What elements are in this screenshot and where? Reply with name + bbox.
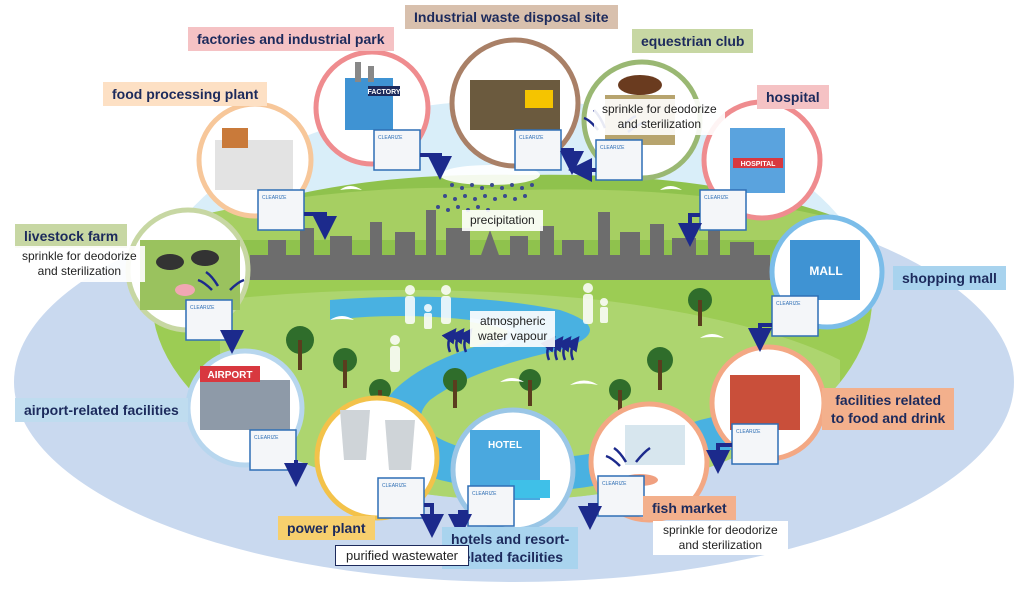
device-waste: CLEARIZE: [514, 129, 562, 171]
svg-text:CLEARIZE: CLEARIZE: [600, 145, 625, 151]
note-sprinkle-fish-market: sprinkle for deodorize and sterilization: [653, 521, 788, 555]
device-food-drink: CLEARIZE: [731, 423, 779, 465]
device-equestrian: CLEARIZE: [595, 139, 643, 181]
label-food-drink-line2: to food and drink: [831, 410, 946, 426]
note-water-vapour: atmospheric water vapour: [470, 311, 556, 347]
device-airport: CLEARIZE: [249, 429, 297, 471]
vapour-arrows: [441, 327, 580, 361]
svg-text:CLEARIZE: CLEARIZE: [776, 301, 801, 307]
hospital-sign: HOSPITAL: [741, 161, 777, 168]
label-hotels-line2: related facilities: [457, 549, 564, 565]
device-mall: CLEARIZE: [771, 295, 819, 337]
label-livestock: livestock farm: [15, 224, 128, 248]
label-equestrian: equestrian club: [632, 29, 754, 53]
device-factory: CLEARIZE: [373, 129, 421, 171]
device-food-processing: CLEARIZE: [257, 189, 305, 231]
svg-text:CLEARIZE: CLEARIZE: [602, 481, 627, 487]
svg-text:CLEARIZE: CLEARIZE: [519, 135, 544, 141]
svg-text:CLEARIZE: CLEARIZE: [254, 435, 279, 441]
flow-arrows: [220, 148, 772, 538]
svg-text:CLEARIZE: CLEARIZE: [190, 305, 215, 311]
note-sprinkle-line1: sprinkle for deodorize: [22, 249, 137, 263]
label-hotels-line1: hotels and resort-: [451, 531, 570, 547]
label-food-drink-line1: facilities related: [835, 392, 942, 408]
city-skyline: [250, 210, 770, 280]
device-livestock: CLEARIZE: [185, 299, 233, 341]
note-vapour-line2: water vapour: [478, 329, 548, 343]
device-fish-market: CLEARIZE: [597, 475, 645, 517]
label-fish-market: fish market: [643, 496, 736, 520]
label-industrial-waste: Industrial waste disposal site: [405, 5, 618, 29]
birds: [330, 186, 724, 385]
note-precipitation: precipitation: [462, 210, 543, 231]
note-sprinkle-line1: sprinkle for deodorize: [663, 523, 778, 537]
label-power-plant: power plant: [278, 516, 375, 540]
note-sprinkle-line2: and sterilization: [678, 538, 763, 552]
factory-sign: FACTORY: [367, 89, 400, 96]
note-sprinkle-equestrian: sprinkle for deodorize and sterilization: [594, 99, 725, 135]
label-shopping-mall: shopping mall: [893, 266, 1006, 290]
mall-sign: MALL: [809, 264, 842, 278]
hotel-sign: HOTEL: [488, 440, 522, 451]
label-airport: airport-related facilities: [15, 398, 188, 422]
device-power-plant: CLEARIZE: [377, 477, 425, 519]
note-sprinkle-line1: sprinkle for deodorize: [602, 102, 717, 116]
note-sprinkle-line2: and sterilization: [617, 117, 702, 131]
svg-text:CLEARIZE: CLEARIZE: [382, 483, 407, 489]
device-hospital: CLEARIZE: [699, 189, 747, 231]
note-vapour-line1: atmospheric: [480, 314, 546, 328]
people-silhouettes: [390, 283, 608, 372]
label-factories: factories and industrial park: [188, 27, 394, 51]
label-hospital: hospital: [757, 85, 829, 109]
label-food-processing: food processing plant: [103, 82, 268, 106]
svg-text:CLEARIZE: CLEARIZE: [704, 195, 729, 201]
svg-text:CLEARIZE: CLEARIZE: [472, 491, 497, 497]
svg-text:CLEARIZE: CLEARIZE: [736, 429, 761, 435]
svg-text:CLEARIZE: CLEARIZE: [262, 195, 287, 201]
device-hotel: CLEARIZE: [467, 485, 515, 527]
airport-sign: AIRPORT: [208, 370, 253, 381]
note-sprinkle-livestock: sprinkle for deodorize and sterilization: [14, 246, 145, 282]
note-sprinkle-line2: and sterilization: [37, 264, 122, 278]
note-purified-wastewater: purified wastewater: [335, 545, 469, 566]
label-food-drink: facilities related to food and drink: [822, 388, 955, 430]
svg-text:CLEARIZE: CLEARIZE: [378, 135, 403, 141]
